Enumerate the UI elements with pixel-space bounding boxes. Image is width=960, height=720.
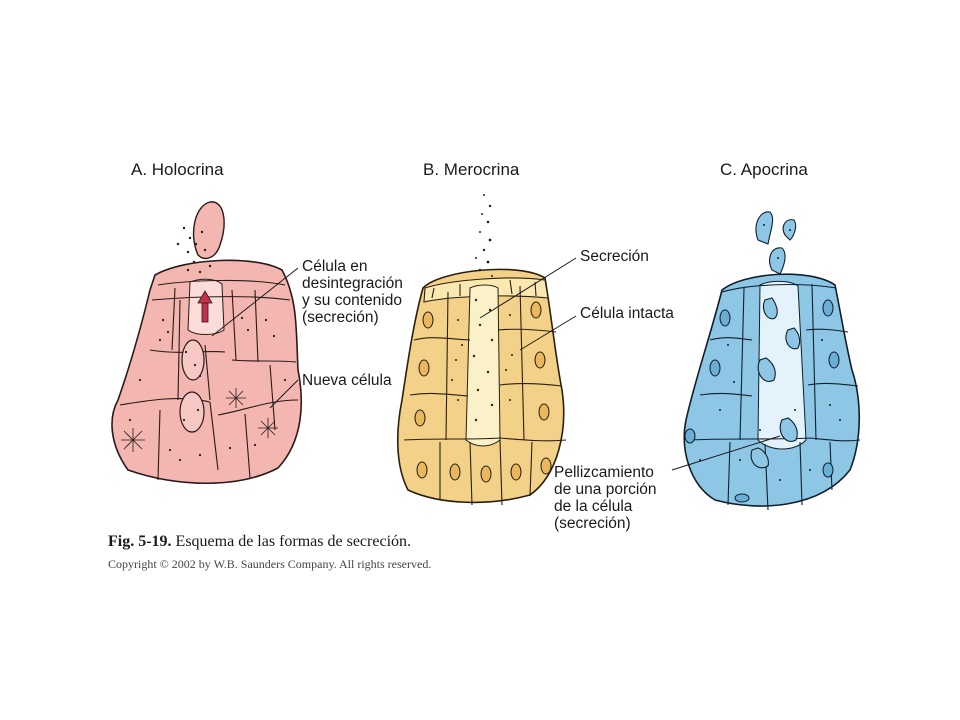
callout-line: Célula intacta bbox=[580, 305, 674, 322]
callout-line: (secreción) bbox=[302, 309, 379, 326]
apocrine-leader-line bbox=[671, 435, 781, 471]
callout-line: y su contenido bbox=[302, 292, 402, 309]
panel-title-merocrina: B. Merocrina bbox=[423, 160, 520, 179]
callout-celula-intacta: Célula intacta bbox=[580, 305, 674, 322]
released-secretion-bubble bbox=[192, 201, 225, 260]
callout-line: desintegración bbox=[302, 275, 403, 292]
figure-number: Fig. 5-19. bbox=[108, 533, 172, 550]
merocrine-leader-line-2 bbox=[519, 315, 577, 351]
apocrine-secretion-dots bbox=[699, 224, 841, 481]
panel-title-apocrina: C. Apocrina bbox=[720, 160, 808, 179]
new-cell-mitosis bbox=[121, 388, 278, 452]
callout-line: Célula en bbox=[302, 258, 368, 275]
merocrine-nuclei bbox=[414, 301, 552, 483]
apocrine-cell-walls bbox=[689, 283, 861, 511]
merocrine-leader-line-1 bbox=[479, 257, 577, 319]
holocrine-gland bbox=[111, 201, 303, 485]
holocrine-leader-line-2 bbox=[269, 379, 299, 409]
apocrine-lumen bbox=[757, 280, 807, 450]
holocrine-leader-line-1 bbox=[211, 267, 299, 337]
holocrine-cell-walls bbox=[119, 279, 299, 481]
callout-celula-desintegracion: Célula en desintegración y su contenido … bbox=[302, 258, 403, 326]
figure-caption: Fig. 5-19. Esquema de las formas de secr… bbox=[108, 533, 411, 551]
apocrine-nuclei bbox=[684, 299, 840, 503]
merocrine-secretion-dots bbox=[451, 194, 513, 422]
holocrine-secretion-dots bbox=[128, 226, 287, 462]
callout-pellizcamiento: Pellizcamiento de una porción de la célu… bbox=[554, 464, 657, 532]
apocrine-pinched-fragments bbox=[750, 211, 801, 469]
panel-title-holocrina: A. Holocrina bbox=[131, 160, 224, 179]
disintegrating-cell-2 bbox=[179, 391, 205, 433]
callout-line: de la célula bbox=[554, 498, 633, 515]
callout-secrecion: Secreción bbox=[580, 248, 649, 265]
copyright-notice: Copyright © 2002 by W.B. Saunders Compan… bbox=[108, 557, 432, 571]
upward-arrow bbox=[197, 290, 213, 323]
callout-line: de una porción bbox=[554, 481, 657, 498]
merocrine-cell-walls bbox=[403, 279, 567, 506]
figure-caption-text: Esquema de las formas de secreción. bbox=[175, 533, 412, 550]
callout-line: Secreción bbox=[580, 248, 649, 265]
merocrine-gland bbox=[396, 194, 577, 506]
apocrine-gland bbox=[671, 211, 861, 511]
callout-line: (secreción) bbox=[554, 515, 631, 532]
callout-line: Pellizcamiento bbox=[554, 464, 654, 481]
disintegrating-cell bbox=[181, 339, 205, 381]
callout-line: Nueva célula bbox=[302, 372, 392, 389]
callout-nueva-celula: Nueva célula bbox=[302, 372, 392, 389]
